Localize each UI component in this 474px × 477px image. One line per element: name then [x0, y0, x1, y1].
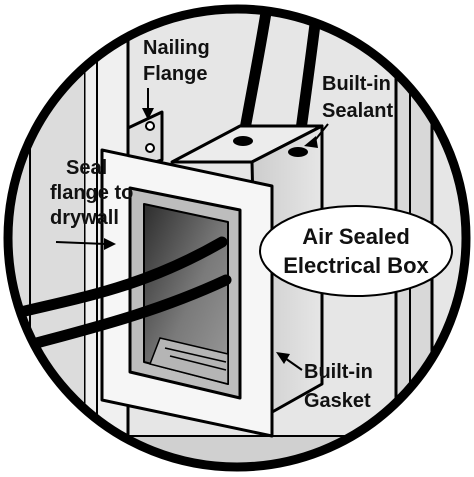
label-built-in-sealant-line1: Built-in — [322, 73, 391, 95]
label-seal-flange-line1: Seal — [66, 157, 107, 179]
label-built-in-gasket-line1: Built-in — [304, 361, 373, 383]
circular-frame — [3, 4, 471, 472]
label-nailing-flange-line1: Nailing — [143, 37, 210, 59]
arrow-nailing-flange — [142, 88, 154, 120]
title-callout — [259, 205, 453, 297]
title-line1: Air Sealed — [302, 224, 410, 249]
arrow-seal-flange — [55, 238, 116, 250]
label-seal-flange-line3: drywall — [50, 207, 119, 229]
title-line2: Electrical Box — [283, 253, 429, 278]
label-built-in-sealant-line2: Sealant — [322, 100, 393, 122]
arrow-built-in-gasket — [276, 352, 303, 371]
sealant-grommet-right — [288, 147, 308, 157]
sealant-grommet-left — [233, 136, 253, 146]
arrow-built-in-sealant — [304, 123, 329, 148]
label-seal-flange-line2: flange to — [50, 182, 133, 204]
label-nailing-flange-line2: Flange — [143, 63, 207, 85]
label-built-in-gasket-line2: Gasket — [304, 390, 371, 412]
